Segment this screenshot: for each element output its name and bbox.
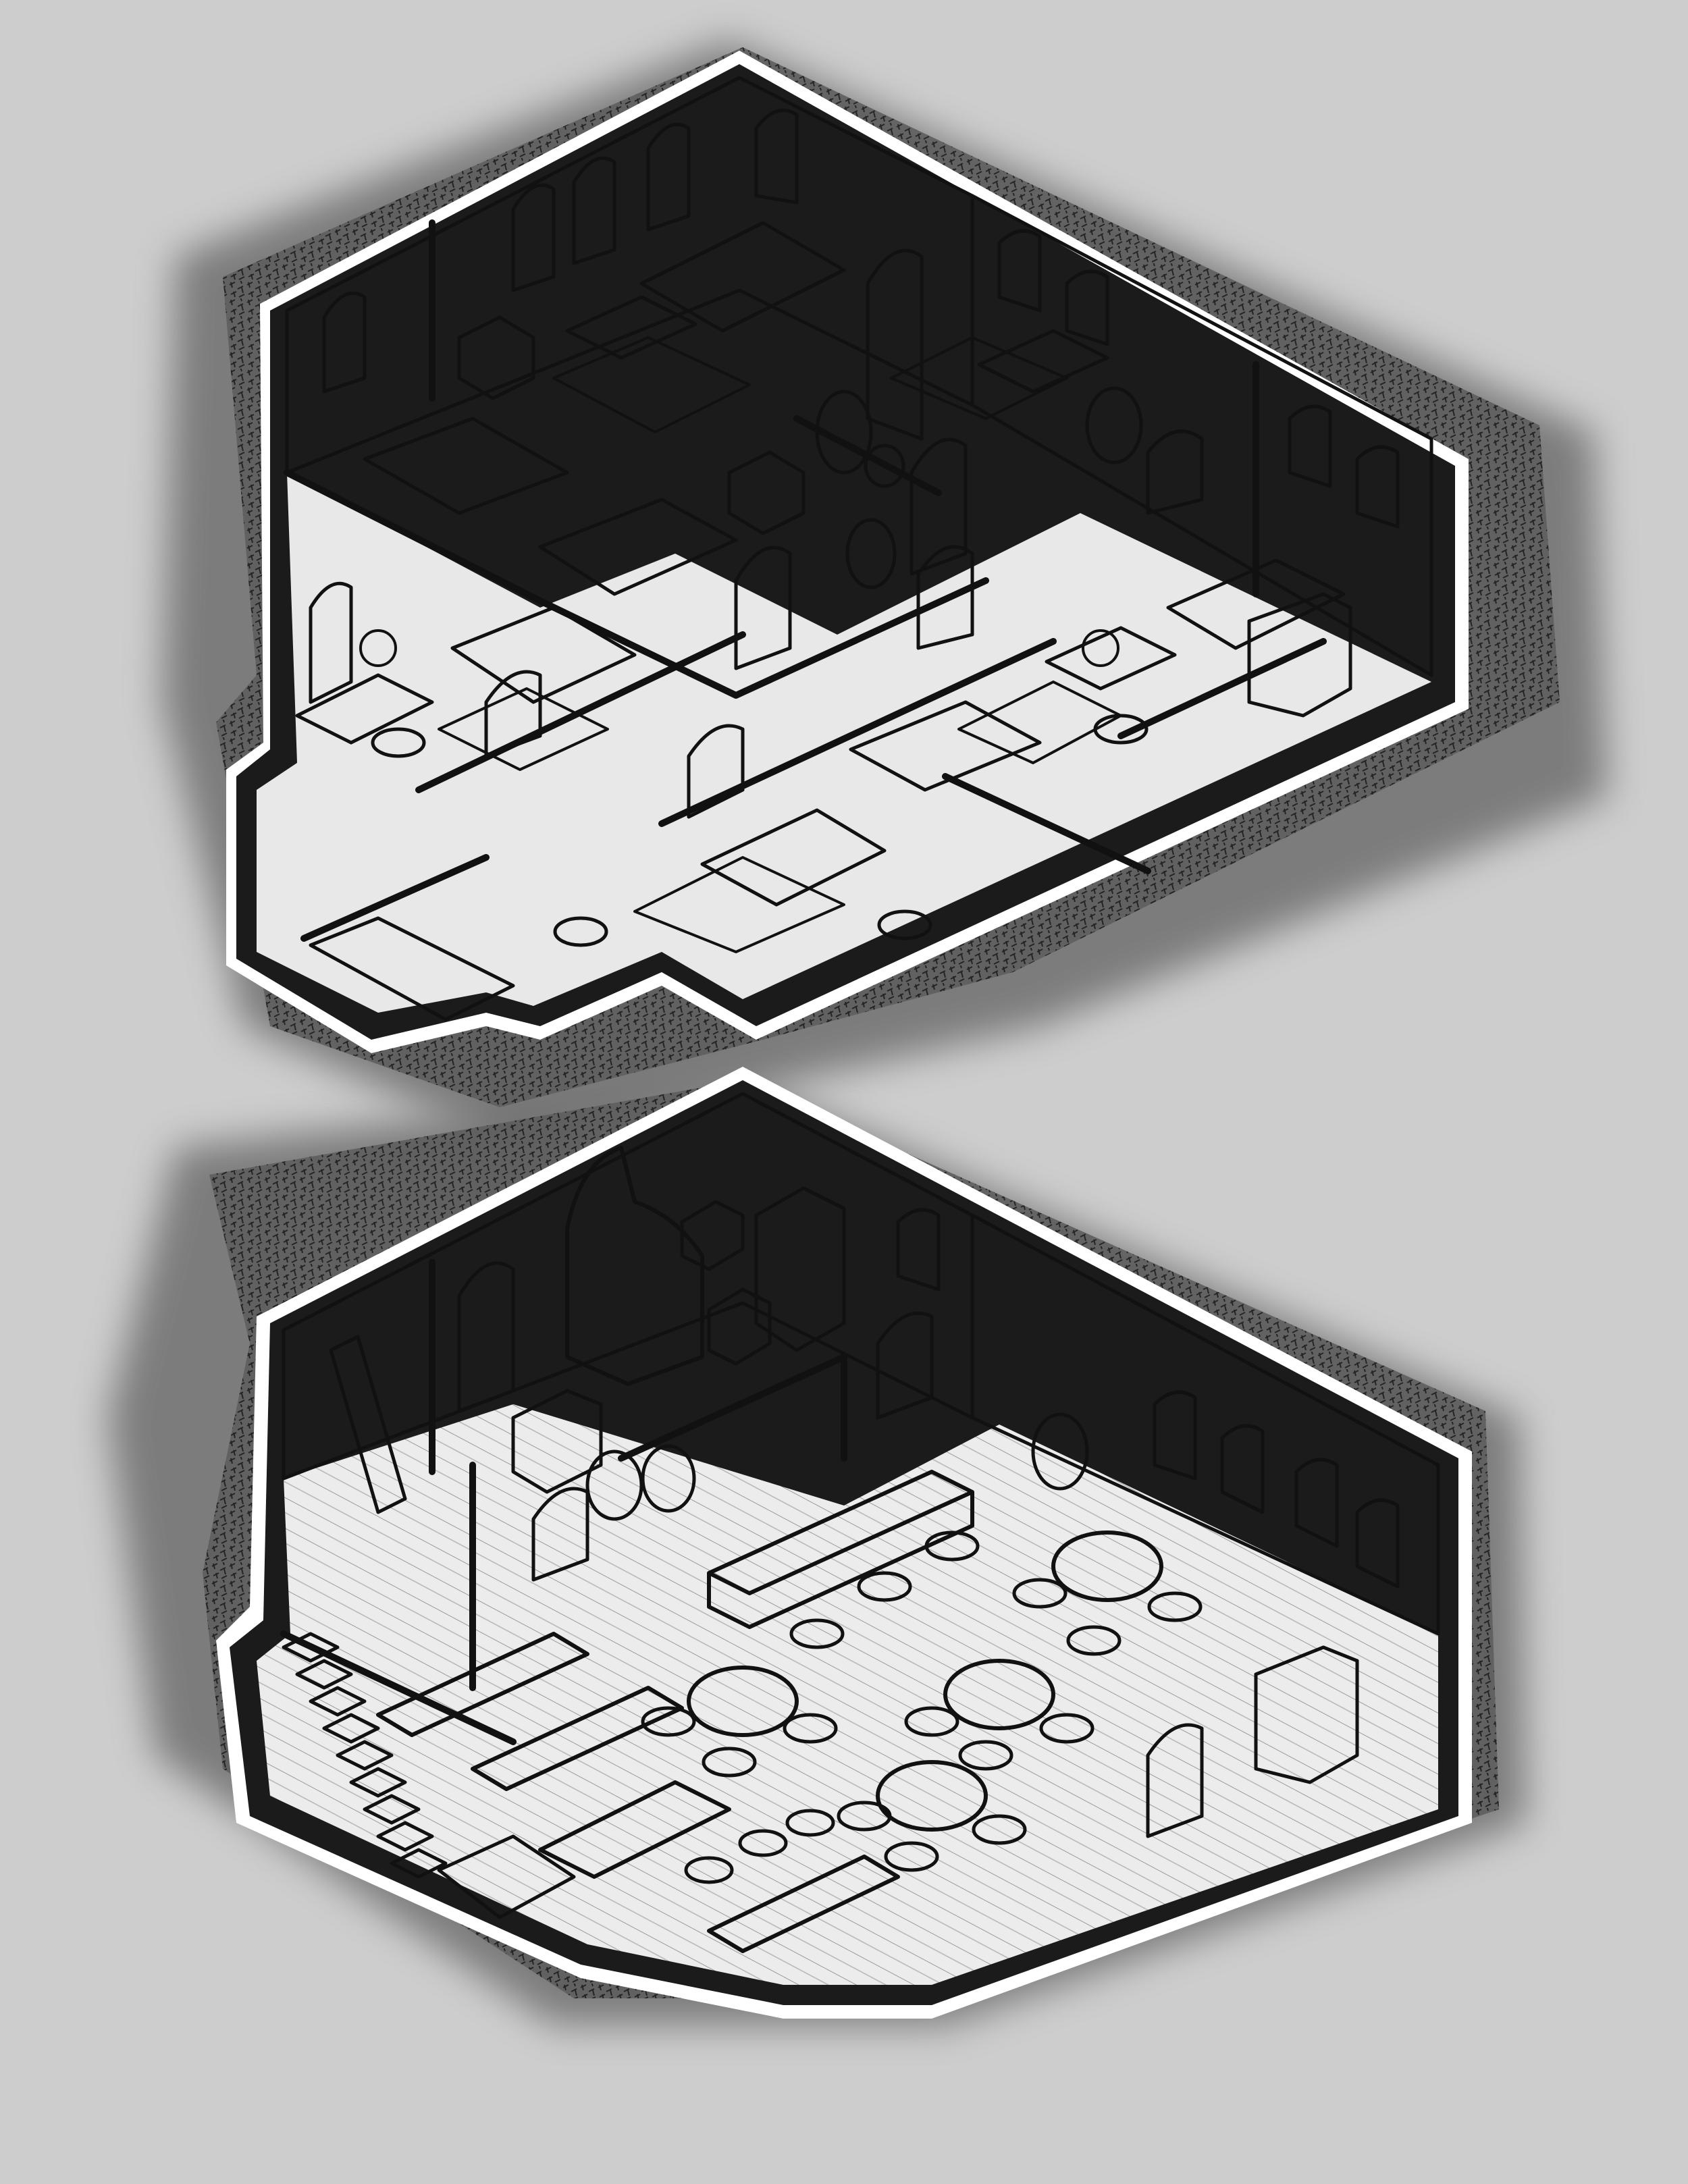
stool — [702, 1747, 757, 1778]
arched-window — [309, 581, 353, 704]
arched-door — [1146, 429, 1204, 515]
bed — [1166, 558, 1346, 650]
crate — [727, 450, 806, 535]
upper-floor — [226, 51, 1469, 1053]
crate — [707, 1287, 772, 1366]
bar-counter — [707, 1470, 974, 1629]
stool — [877, 909, 932, 940]
plant-pot — [1082, 629, 1119, 667]
barrel — [1031, 1412, 1089, 1491]
desk — [295, 673, 434, 745]
stool — [785, 1809, 835, 1837]
stool — [553, 916, 608, 947]
stool — [972, 1814, 1027, 1845]
arched-window — [1355, 1498, 1400, 1589]
stool — [738, 1829, 788, 1857]
barrel — [641, 1444, 696, 1513]
arched-window — [1294, 1458, 1339, 1548]
arched-door — [457, 1261, 515, 1413]
stool — [837, 1801, 892, 1832]
long-table — [538, 1780, 731, 1879]
rug — [552, 336, 751, 433]
bed — [639, 221, 846, 333]
cellar-opening — [437, 1834, 576, 1919]
arched-door — [909, 437, 968, 576]
barrel — [864, 444, 905, 488]
barrel — [845, 518, 897, 589]
stool — [924, 1530, 980, 1562]
bed — [849, 700, 1042, 792]
stool — [684, 1856, 734, 1884]
harp — [329, 1335, 407, 1514]
stair-opening — [309, 916, 515, 1021]
stool — [789, 1618, 845, 1649]
arched-door — [484, 670, 542, 758]
bench — [376, 1632, 589, 1737]
stool — [783, 1713, 838, 1744]
fireplace-stone — [1247, 592, 1352, 718]
stool — [371, 727, 426, 758]
fireplace-stone — [1254, 1645, 1359, 1784]
stool — [1147, 1591, 1203, 1622]
barrel — [815, 390, 873, 475]
bed — [450, 606, 637, 704]
arched-door — [531, 1487, 589, 1582]
stool — [1066, 1625, 1122, 1656]
plant-pot — [359, 629, 397, 667]
rug — [633, 856, 845, 953]
crate — [511, 1389, 603, 1494]
bed — [363, 417, 569, 515]
bed — [538, 498, 738, 596]
arched-window — [572, 156, 616, 265]
stool — [1012, 1578, 1067, 1609]
arched-window — [322, 291, 367, 394]
stool — [1039, 1713, 1094, 1744]
arched-window — [1153, 1390, 1197, 1481]
ground-floor — [216, 1067, 1472, 2019]
arched-window — [1220, 1424, 1265, 1514]
arched-window — [511, 183, 556, 292]
arched-door — [687, 724, 745, 819]
round-table — [876, 1760, 988, 1832]
arched-door — [734, 545, 792, 670]
bench — [471, 1686, 684, 1791]
arched-window — [896, 1208, 941, 1291]
desk — [977, 329, 1109, 394]
stool — [641, 1706, 696, 1737]
arched-window — [997, 229, 1042, 313]
arched-window — [754, 108, 799, 205]
bed — [700, 808, 887, 907]
stool — [857, 1571, 912, 1602]
stool — [904, 1706, 959, 1737]
arched-window — [1288, 404, 1332, 488]
crate — [457, 315, 535, 400]
stool — [884, 1841, 939, 1872]
stool — [958, 1740, 1013, 1771]
arched-door — [1146, 1723, 1204, 1838]
rug — [438, 687, 609, 771]
arched-window — [1355, 445, 1400, 529]
crate — [680, 1200, 745, 1271]
arched-door — [916, 545, 974, 650]
cabinet — [754, 1186, 846, 1352]
arched-door — [876, 1311, 934, 1420]
round-table — [1051, 1530, 1163, 1602]
arched-door — [866, 248, 924, 441]
staircase — [282, 1632, 448, 1879]
barrel — [585, 1449, 643, 1521]
arched-window — [1065, 269, 1109, 346]
round-table — [943, 1659, 1055, 1730]
long-table — [707, 1855, 900, 1953]
oven-hearth — [565, 1146, 704, 1386]
arched-window — [646, 122, 691, 232]
desk — [565, 295, 697, 360]
barrel — [1085, 386, 1143, 464]
desk — [1045, 626, 1177, 691]
round-table — [687, 1666, 799, 1737]
stool — [1093, 714, 1149, 745]
window-group-upper — [309, 108, 1400, 704]
